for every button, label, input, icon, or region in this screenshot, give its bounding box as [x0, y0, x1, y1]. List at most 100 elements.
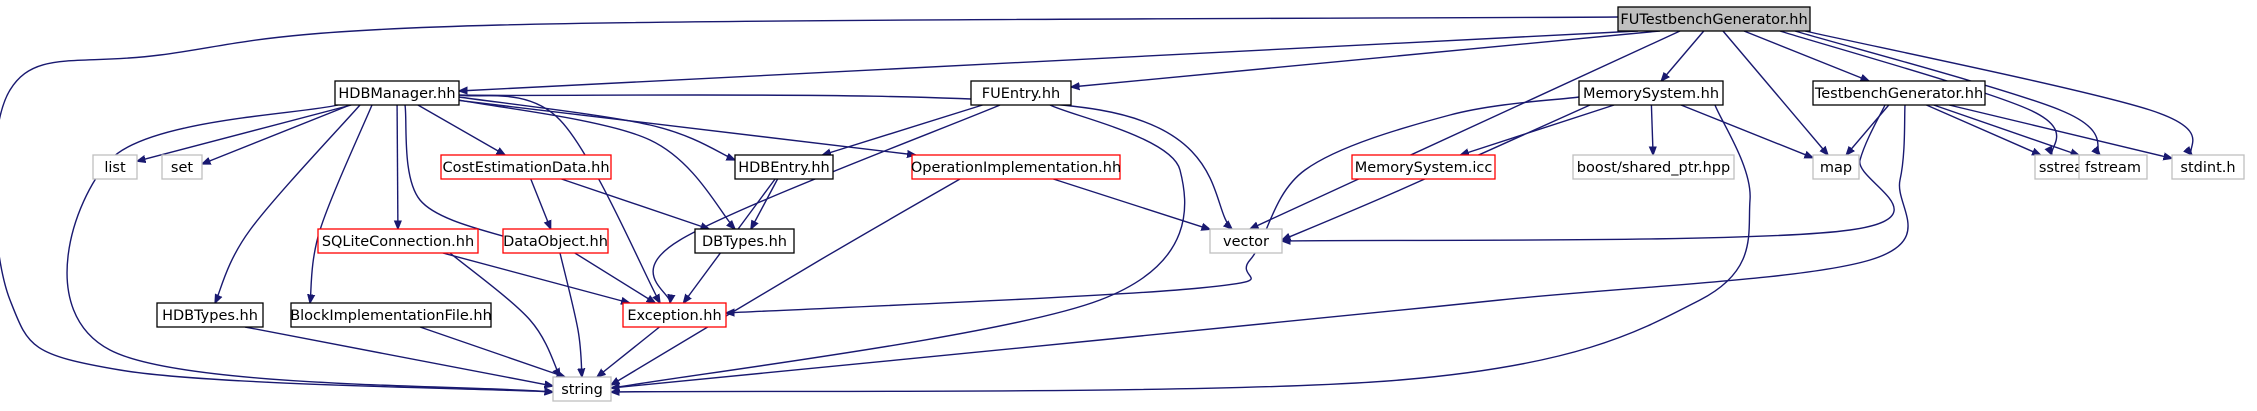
- node-label: boost/shared_ptr.hpp: [1577, 160, 1730, 176]
- edge-hdbmanager-sqlite: [397, 104, 398, 229]
- edge-line: [822, 104, 983, 155]
- node-opimpl[interactable]: OperationImplementation.hh: [911, 154, 1121, 180]
- edge-line: [215, 104, 361, 303]
- node-hdbtypes[interactable]: HDBTypes.hh: [156, 302, 264, 328]
- edge-line: [417, 104, 505, 155]
- edge-line: [458, 99, 916, 155]
- node-boostsp: boost/shared_ptr.hpp: [1572, 154, 1735, 180]
- node-box: [161, 154, 203, 180]
- node-label: BlockImplementationFile.hh: [290, 308, 492, 324]
- node-label: HDBTypes.hh: [162, 308, 258, 324]
- edge-line: [1779, 30, 2058, 155]
- node-label: set: [171, 160, 193, 176]
- edge-memorysystem-map: [1680, 104, 1813, 159]
- node-box: [502, 228, 609, 254]
- node-box: [1812, 80, 1986, 106]
- node-memorysystem[interactable]: MemorySystem.hh: [1578, 80, 1724, 106]
- edge-line: [559, 252, 582, 377]
- edge-line: [1948, 104, 2172, 158]
- node-box: [290, 302, 492, 328]
- node-fuentry[interactable]: FUEntry.hh: [970, 80, 1072, 106]
- node-fstream: fstream: [2078, 154, 2148, 180]
- edge-root-memorysystem: [1661, 30, 1705, 81]
- node-hdbentry[interactable]: HDBEntry.hh: [734, 154, 834, 180]
- edge-testbenchgen-string: [611, 104, 1909, 388]
- edge-hdbmanager-hdbtypes: [215, 104, 361, 303]
- edge-root-testbenchgen: [1743, 30, 1869, 82]
- edge-line: [458, 99, 735, 229]
- edge-line: [597, 326, 660, 377]
- node-label: HDBEntry.hh: [738, 160, 830, 176]
- edge-line: [1460, 104, 1615, 155]
- edge-hdbmanager-set: [202, 104, 351, 165]
- edge-hdbtypes-string: [244, 326, 553, 386]
- node-set: set: [161, 154, 203, 180]
- node-label: DataObject.hh: [503, 234, 608, 250]
- node-box: [1578, 80, 1724, 106]
- node-map: map: [1812, 154, 1860, 180]
- node-box: [440, 154, 612, 180]
- edge-hdbmanager-hdbentry: [458, 96, 735, 161]
- edge-line: [1926, 104, 2040, 155]
- node-box: [317, 228, 479, 254]
- edge-line: [611, 178, 961, 385]
- edge-memorysystem-vector: [1282, 104, 1591, 240]
- edge-costest-dataobject: [530, 178, 552, 229]
- node-label: list: [104, 160, 126, 176]
- node-label: Exception.hh: [627, 308, 721, 324]
- node-dataobject[interactable]: DataObject.hh: [502, 228, 609, 254]
- node-label: HDBManager.hh: [338, 86, 455, 102]
- edge-costest-dbtypes: [561, 178, 709, 229]
- edge-line: [1651, 104, 1653, 155]
- node-memicc[interactable]: MemorySystem.icc: [1351, 154, 1496, 180]
- node-label: TestbenchGenerator.hh: [1814, 86, 1983, 102]
- edge-line: [310, 104, 373, 303]
- node-box: [552, 376, 612, 402]
- edge-hdbentry-dbtypes: [751, 178, 779, 229]
- edge-line: [751, 178, 779, 229]
- edge-sqlite-exception: [442, 252, 630, 303]
- edge-testbenchgen-vector: [1282, 104, 1895, 241]
- node-dbtypes[interactable]: DBTypes.hh: [694, 228, 795, 254]
- node-root[interactable]: FUTestbenchGenerator.hh: [1617, 6, 1811, 32]
- edge-testbenchgen-map: [1846, 104, 1890, 155]
- node-blockimpl[interactable]: BlockImplementationFile.hh: [290, 302, 492, 328]
- node-box: [334, 80, 460, 106]
- edge-line: [458, 94, 660, 303]
- node-box: [1209, 228, 1283, 254]
- edge-root-sstream: [1779, 30, 2058, 155]
- edge-line: [1661, 30, 1705, 81]
- edge-hdbmanager-string: [66, 104, 553, 392]
- edge-line: [611, 104, 1751, 392]
- node-box: [970, 80, 1072, 106]
- edge-root-vector: [1250, 30, 1681, 229]
- edge-line: [1933, 104, 2079, 155]
- node-box: [734, 154, 834, 180]
- edge-root-hdbmanager: [459, 30, 1639, 91]
- node-exception[interactable]: Exception.hh: [622, 302, 727, 328]
- edge-line: [459, 30, 1639, 91]
- node-sqlite[interactable]: SQLiteConnection.hh: [317, 228, 479, 254]
- node-box: [1572, 154, 1735, 180]
- edge-root-stdint: [1804, 30, 2194, 155]
- edge-hdbmanager-costest: [417, 104, 505, 155]
- edge-testbenchgen-stdint: [1948, 104, 2172, 158]
- edge-line: [600, 104, 1186, 390]
- edge-blockimpl-string: [419, 326, 565, 377]
- node-label: string: [561, 382, 603, 398]
- edge-line: [1282, 104, 1591, 240]
- node-label: FUEntry.hh: [982, 86, 1060, 102]
- edge-testbenchgen-fstream: [1933, 104, 2079, 155]
- edge-memorysystem-string: [611, 104, 1751, 392]
- node-costest[interactable]: CostEstimationData.hh: [440, 154, 612, 180]
- node-label: map: [1820, 160, 1852, 176]
- edge-line: [1804, 30, 2194, 155]
- edge-line: [1250, 30, 1681, 229]
- edge-line: [1282, 104, 1895, 241]
- edge-dataobject-string: [559, 252, 582, 377]
- node-box: [1617, 6, 1811, 32]
- node-hdbmanager[interactable]: HDBManager.hh: [334, 80, 460, 106]
- node-testbenchgen[interactable]: TestbenchGenerator.hh: [1812, 80, 1986, 106]
- edge-line: [574, 252, 655, 303]
- node-box: [694, 228, 795, 254]
